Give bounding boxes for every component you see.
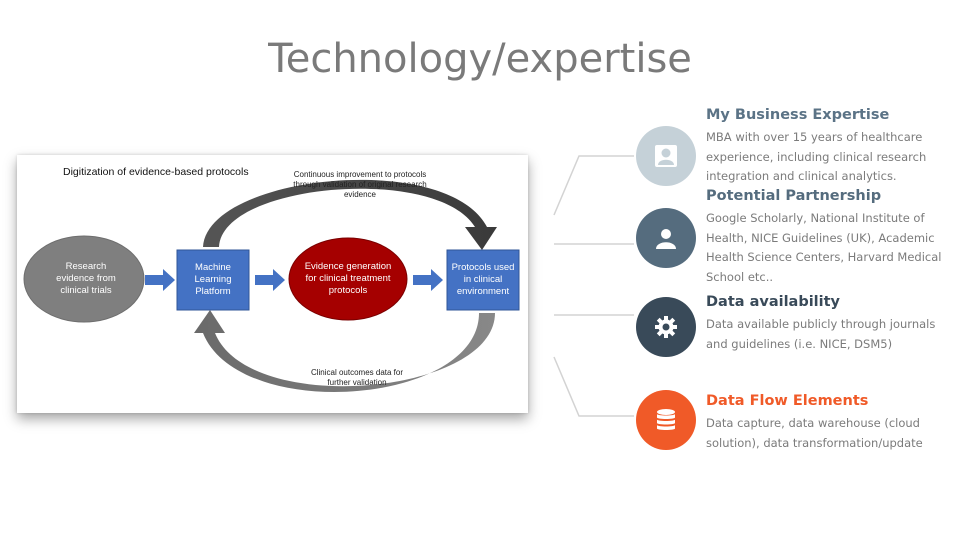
research-node-label: Research evidence from clinical trials (56, 260, 116, 297)
top-cycle-label: Continuous improvement to protocols thro… (293, 170, 427, 200)
diagram-heading: Digitization of evidence-based protocols (63, 166, 249, 178)
slide-title: Technology/expertise (268, 36, 692, 82)
item-title: Data availability (706, 294, 841, 310)
user-icon (636, 208, 696, 268)
protocols-node-label: Protocols used in clinical environment (451, 261, 515, 298)
flow-arrow-2 (255, 269, 285, 291)
item-title: Data Flow Elements (706, 393, 869, 409)
item-body: Google Scholarly, National Institute of … (706, 211, 942, 284)
evidence-node-label: Evidence generation for clinical treatme… (304, 260, 392, 297)
item-body: Data capture, data warehouse (cloud solu… (706, 416, 923, 450)
ml-node-label: Machine Learning Platform (194, 261, 232, 298)
database-icon (636, 390, 696, 450)
diagram-graphics (23, 179, 520, 392)
bottom-cycle-label: Clinical outcomes data for further valid… (310, 368, 404, 388)
flow-arrow-1 (145, 269, 175, 291)
flow-arrow-3 (413, 269, 443, 291)
protocols-node-shape (446, 249, 520, 311)
item-body: MBA with over 15 years of healthcare exp… (706, 130, 927, 183)
evidence-node-shape (288, 237, 408, 321)
item-business-expertise: My Business Expertise MBA with over 15 y… (706, 106, 942, 187)
protocol-diagram: Digitization of evidence-based protocols… (17, 155, 528, 413)
item-body: Data available publicly through journals… (706, 317, 936, 351)
item-title: My Business Expertise (706, 107, 890, 123)
item-data-flow-elements: Data Flow Elements Data capture, data wa… (706, 392, 942, 453)
item-title: Potential Partnership (706, 188, 882, 204)
item-data-availability: Data availability Data available publicl… (706, 293, 942, 354)
ml-node-shape (176, 249, 250, 311)
top-cycle-arrow (203, 179, 497, 250)
user-icon (636, 126, 696, 186)
gear-icon (636, 297, 696, 357)
research-node-shape (23, 235, 145, 323)
item-potential-partnership: Potential Partnership Google Scholarly, … (706, 187, 942, 287)
